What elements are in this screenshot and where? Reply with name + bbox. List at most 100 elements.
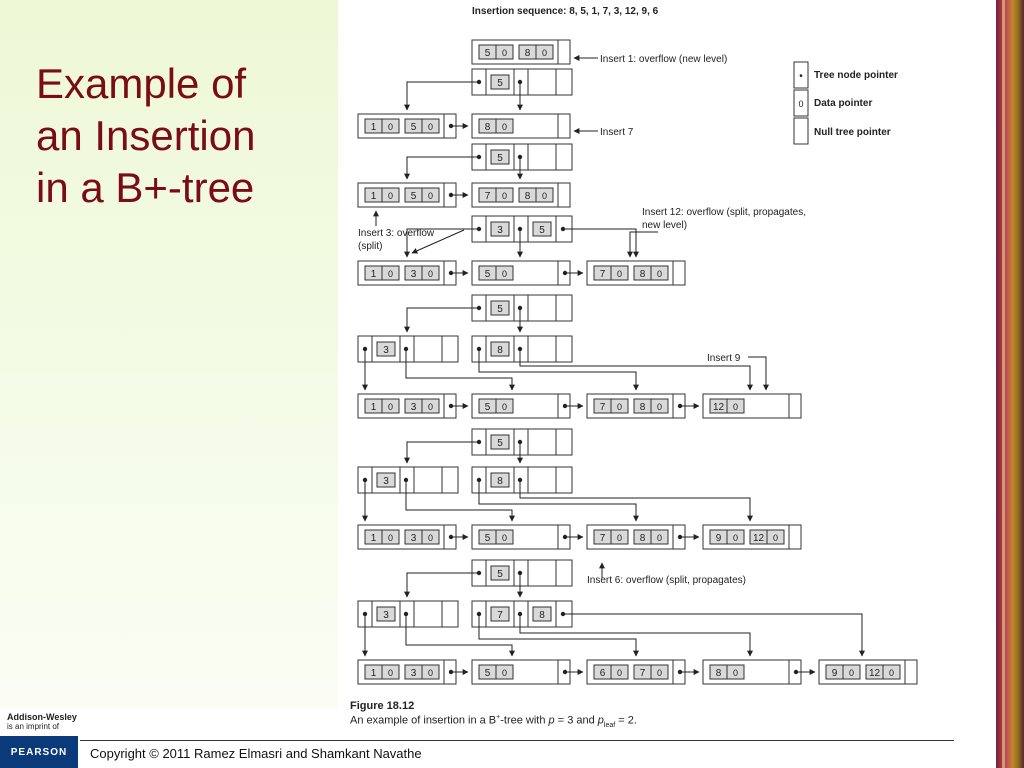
stage7-leaf-3-data-pointer-1: 0 [617,668,622,678]
stage7-leaf-5-key-2: 12 [869,668,881,679]
stage5-leaf-3-data-pointer-1: 0 [617,402,622,412]
stage7-int2-edge-2 [519,614,753,657]
stage6-leaf-4-data-pointer-1: 0 [733,533,738,543]
stage4-leaf-3-key-2: 8 [640,269,646,280]
stage3-root-key-1-box [490,149,510,165]
stage7-leaf-1-data-pointer-1: 0 [388,668,393,678]
stage7-root-key-1: 5 [497,569,503,580]
stage7-leaf-1-key-2: 3 [411,668,417,679]
stage3-leaf-2-data-pointer-2: 0 [542,191,547,201]
stage2-leaf-1-data-pointer-2: 0 [428,122,433,132]
stage7-int2-edge-3 [563,613,865,657]
stage4-edge-1 [404,228,479,258]
stage6-int2-edge-1 [478,480,639,522]
stage5-leaf-2-key-1: 5 [485,402,491,413]
stage5-internal-2-key-1-box [490,341,510,357]
legend-data-pointer-label: Data pointer [814,98,872,109]
stage4-edge-3 [563,228,639,258]
stage2-leaf-2-data-pointer-1: 0 [502,122,507,132]
publisher-block: Addison-Wesley is an imprint of PEARSON [0,708,78,768]
insert1-note: Insert 1: overflow (new level) [600,54,727,65]
tree-edges [362,55,865,675]
legend-tree-pointer-symbol: • [799,71,803,82]
stage6-leaf-4-data-pointer-2: 0 [773,533,778,543]
stage5-insert9-arrow [748,356,769,391]
insert6-note: Insert 6: overflow (split, propagates) [587,575,746,586]
figure-header: Insertion sequence: 8, 5, 1, 7, 3, 12, 9… [472,6,659,17]
legend-tree-pointer-label: Tree node pointer [814,70,898,81]
caption-p-leaf: p [597,714,604,727]
figure-legend: • Tree node pointer 0 Data pointer Null … [793,61,898,145]
stage5-leaf-1-data-pointer-2: 0 [428,402,433,412]
stage3-edge-1 [404,156,479,180]
legend-data-pointer-box [793,89,809,117]
stage7-leaf-5-key-1: 9 [832,668,838,679]
legend-null-pointer-label: Null tree pointer [814,127,891,138]
stage1-leaf-key-1: 5 [485,48,491,59]
stage6-leaf-3-key-2: 8 [640,533,646,544]
stage4-root-key-2-box [532,221,552,237]
stage5-leaf-2-data-pointer-1: 0 [502,402,507,412]
copyright-text: Copyright © 2011 Ramez Elmasri and Shamk… [90,746,422,761]
stage2-leaf-2 [471,113,571,139]
stage6-leaf-2-data-pointer-1: 0 [502,533,507,543]
stage7-next-4 [793,669,799,675]
stage4-leaf-1-data-pointer-2: 0 [428,269,433,279]
stage4-root-key-2: 5 [539,225,545,236]
stage7-leaf-2-data-pointer-1: 0 [502,668,507,678]
stage6-int1-edge-2 [405,480,515,522]
stage3-leaf-1-data-pointer-1: 0 [388,191,393,201]
stage2-leaf-1-key-1: 1 [371,122,377,133]
caption-eq2: = 2. [615,714,637,727]
stage6-leaf-1-data-pointer-2: 0 [428,533,433,543]
stage2-root-key-1-box [490,74,510,90]
stage5-int2-edge-1 [478,349,639,391]
stage3-leaf-1-key-1: 1 [371,191,377,202]
stage3-leaf-2-key-1: 7 [485,191,491,202]
stage5-root-edge-1 [404,307,479,333]
stage6-root-key-1-box [490,434,510,450]
stage5-leaf-3-key-2: 8 [640,402,646,413]
stage6-internal-2-key-1: 8 [497,476,503,487]
stage5-leaf-1-data-pointer-1: 0 [388,402,393,412]
stage4-root-key-1: 3 [497,225,503,236]
stage6-leaf-1-key-2: 3 [411,533,417,544]
stage7-leaf-4-data-pointer-1: 0 [733,668,738,678]
stage7-leaf-1-key-1: 1 [371,668,377,679]
insert12-note-line2: new level) [642,220,687,231]
stage5-internal-2-key-1: 8 [497,345,503,356]
stage2-edge-1 [404,81,479,111]
stage3-root-key-1: 5 [497,153,503,164]
figure-number: Figure 18.12 [350,700,415,712]
stage2-leaf-2-key-1: 8 [485,122,491,133]
insert9-note: Insert 9 [707,353,741,364]
stage4-leaf-1-data-pointer-1: 0 [388,269,393,279]
stage6-leaf-2-key-1: 5 [485,533,491,544]
stage6-leaf-1-data-pointer-1: 0 [388,533,393,543]
addison-wesley-logo: Addison-Wesley [7,712,77,722]
stage6-internal-1-key-1-box [376,472,396,488]
stage6-leaf-3-key-1: 7 [600,533,606,544]
stage7-leaf-2-key-1: 5 [485,668,491,679]
insert3-note-line2: (split) [358,241,382,252]
stage4-leaf-3-data-pointer-2: 0 [657,269,662,279]
insert3-note-line1: Insert 3: overflow [358,228,435,239]
stage7-int1-edge-2 [405,614,515,657]
stage6-leaf-3-data-pointer-1: 0 [617,533,622,543]
footer-divider [80,740,954,741]
stage6-leaf-1-key-1: 1 [371,533,377,544]
stage7-root-edge-1 [404,572,479,598]
stage3-leaf-1-data-pointer-2: 0 [428,191,433,201]
imprint-text: is an imprint of [7,722,60,731]
stage5-int2-edge-2 [519,349,753,391]
stage4-leaf-3-key-1: 7 [600,269,606,280]
slide-title: Example of an Insertion in a B+-tree [36,60,256,211]
figure-caption: An example of insertion in a B+-tree wit… [350,714,637,729]
stage6-int2-edge-2 [519,480,753,522]
title-panel: Example of an Insertion in a B+-tree [0,0,338,708]
stage1-leaf-key-2: 8 [525,48,531,59]
insert7-note: Insert 7 [600,127,634,138]
stage4-leaf-3-data-pointer-1: 0 [617,269,622,279]
